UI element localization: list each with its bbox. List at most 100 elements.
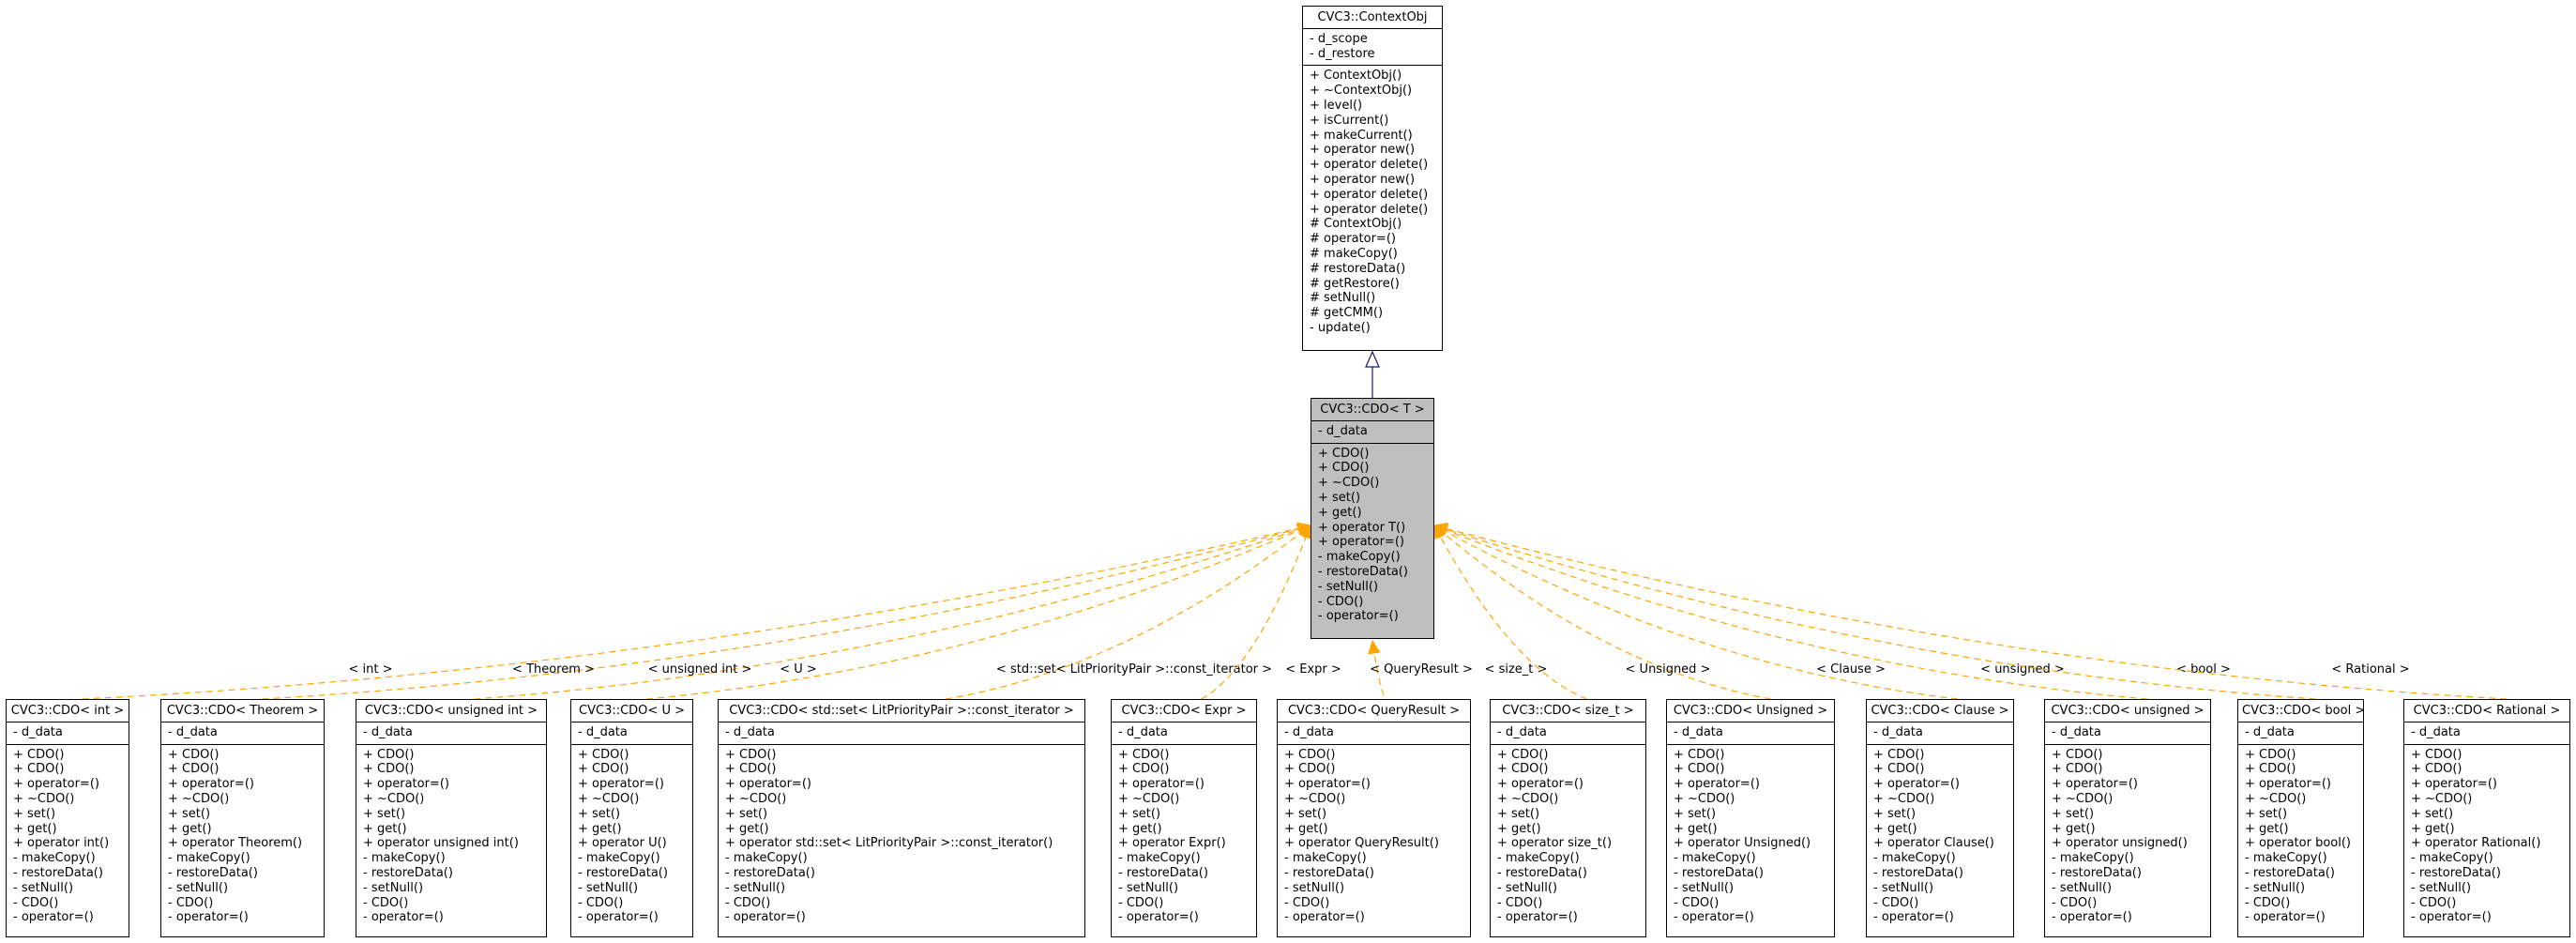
method-row: - setNull() [2411, 880, 2472, 895]
class-cvc3-cdo-unsigned[interactable]: CVC3::CDO< unsigned >- d_data+ CDO()+ CD… [2044, 699, 2211, 937]
attribute-section: - d_data [2404, 721, 2569, 744]
method-row: # getCMM() [1310, 306, 1384, 321]
template-arrowhead [1368, 639, 1381, 655]
class-title: CVC3::CDO< bool > [2242, 704, 2366, 718]
method-row: - CDO() [1118, 895, 1164, 910]
template-edge [945, 525, 1311, 700]
method-row: + CDO() [1284, 762, 1336, 777]
method-row: + CDO() [725, 747, 777, 762]
method-row: + operator=() [2245, 777, 2331, 792]
class-title: CVC3::CDO< size_t > [1502, 704, 1634, 718]
method-row: + CDO() [1497, 747, 1549, 762]
method-row: + ~CDO() [725, 791, 787, 806]
method-section: + CDO()+ CDO()+ operator=()+ ~CDO()+ set… [2045, 743, 2210, 930]
attribute-section: - d_data [1867, 721, 2013, 744]
class-cvc3-cdo-clause[interactable]: CVC3::CDO< Clause >- d_data+ CDO()+ CDO(… [1866, 699, 2014, 937]
method-row: + operator new() [1310, 172, 1416, 187]
edge-label: < bool > [2176, 662, 2231, 677]
method-row: - restoreData() [13, 865, 103, 880]
method-row: + operator Expr() [1118, 836, 1226, 851]
class-cvc3-cdo-u[interactable]: CVC3::CDO< U >- d_data+ CDO()+ CDO()+ op… [570, 699, 693, 937]
method-row: + CDO() [2052, 762, 2103, 777]
attribute-row: - d_data [1318, 423, 1368, 438]
method-row: + CDO() [168, 762, 220, 777]
method-row: - operator=() [363, 910, 444, 925]
class-cvc3-cdo-size-t[interactable]: CVC3::CDO< size_t >- d_data+ CDO()+ CDO(… [1490, 699, 1646, 937]
method-row: + operator=() [578, 777, 664, 792]
method-row: - setNull() [1118, 880, 1179, 895]
template-edge [1433, 525, 2508, 700]
class-title: CVC3::CDO< Expr > [1121, 704, 1247, 718]
class-cvc3-cdo-expr[interactable]: CVC3::CDO< Expr >- d_data+ CDO()+ CDO()+… [1111, 699, 1257, 937]
method-row: - operator=() [1674, 910, 1754, 925]
method-row: - setNull() [2052, 880, 2113, 895]
method-row: + get() [1873, 821, 1917, 836]
method-row: + get() [168, 821, 212, 836]
method-row: + ~CDO() [13, 791, 75, 806]
method-row: + get() [1118, 821, 1162, 836]
method-row: + operator=() [1674, 777, 1760, 792]
method-row: + operator bool() [2245, 836, 2351, 851]
method-row: - restoreData() [168, 865, 258, 880]
method-row: + operator U() [578, 836, 667, 851]
class-cvc3-cdo-std-set-litprioritypair-const-iterator[interactable]: CVC3::CDO< std::set< LitPriorityPair >::… [718, 699, 1085, 937]
method-row: + operator unsigned int() [363, 836, 519, 851]
attribute-section: - d_data [1278, 721, 1470, 744]
method-row: + ~CDO() [1873, 791, 1935, 806]
method-row: + ~CDO() [1118, 791, 1180, 806]
method-row: - operator=() [2411, 910, 2492, 925]
attribute-section: - d_data [1112, 721, 1256, 744]
method-row: - setNull() [578, 880, 639, 895]
method-row: + get() [1674, 821, 1718, 836]
method-section: + CDO()+ CDO()+ operator=()+ ~CDO()+ set… [356, 743, 546, 930]
attribute-row: - d_data [1873, 724, 1923, 739]
method-row: + operator=() [725, 777, 811, 792]
method-row: - operator=() [1873, 910, 1954, 925]
class-cdo-template[interactable]: CVC3::CDO< T >- d_data+ CDO()+ CDO()+ ~C… [1311, 398, 1434, 639]
class-cvc3-cdo-theorem[interactable]: CVC3::CDO< Theorem >- d_data+ CDO()+ CDO… [160, 699, 325, 937]
edge-label: < Theorem > [512, 662, 595, 677]
method-row: - restoreData() [578, 865, 668, 880]
method-row: + set() [1318, 490, 1361, 505]
class-contextobj[interactable]: CVC3::ContextObj- d_scope- d_restore+ Co… [1302, 6, 1443, 351]
method-row: - CDO() [2411, 895, 2457, 910]
template-edge [1201, 525, 1311, 700]
method-row: + set() [1118, 806, 1161, 821]
method-section: + CDO()+ CDO()+ operator=()+ ~CDO()+ set… [719, 743, 1084, 930]
class-cvc3-cdo-unsigned[interactable]: CVC3::CDO< Unsigned >- d_data+ CDO()+ CD… [1666, 699, 1835, 937]
method-row: + ~CDO() [578, 791, 640, 806]
method-row: - makeCopy() [13, 851, 96, 866]
method-row: + CDO() [2052, 747, 2103, 762]
method-row: + CDO() [1318, 461, 1370, 476]
class-cvc3-cdo-queryresult[interactable]: CVC3::CDO< QueryResult >- d_data+ CDO()+… [1277, 699, 1471, 937]
edge-label: < QueryResult > [1370, 662, 1473, 677]
class-cvc3-cdo-rational[interactable]: CVC3::CDO< Rational >- d_data+ CDO()+ CD… [2403, 699, 2570, 937]
edge-label: < unsigned int > [648, 662, 752, 677]
class-cvc3-cdo-unsigned-int[interactable]: CVC3::CDO< unsigned int >- d_data+ CDO()… [356, 699, 547, 937]
method-section: + CDO()+ CDO()+ operator=()+ ~CDO()+ set… [7, 743, 129, 930]
template-edge [1433, 525, 1959, 700]
attribute-row: - d_data [2411, 724, 2461, 739]
template-edge [82, 525, 1311, 700]
method-row: + ContextObj() [1310, 68, 1402, 84]
method-row: + isCurrent() [1310, 113, 1389, 128]
method-row: + ~CDO() [168, 791, 230, 806]
edge-label: < U > [780, 662, 817, 677]
class-title: CVC3::CDO< int > [10, 704, 125, 718]
method-row: + set() [168, 806, 211, 821]
attribute-section: - d_data [571, 721, 692, 744]
method-row: + level() [1310, 98, 1363, 113]
attribute-section: - d_scope- d_restore [1303, 27, 1442, 66]
class-cvc3-cdo-bool[interactable]: CVC3::CDO< bool >- d_data+ CDO()+ CDO()+… [2237, 699, 2366, 937]
method-row: + operator=() [1318, 535, 1404, 550]
method-row: # setNull() [1310, 291, 1376, 306]
class-cvc3-cdo-int[interactable]: CVC3::CDO< int >- d_data+ CDO()+ CDO()+ … [6, 699, 129, 937]
method-row: - makeCopy() [2052, 851, 2134, 866]
method-row: + ~CDO() [2052, 791, 2114, 806]
method-row: + get() [1497, 821, 1541, 836]
attribute-row: - d_data [1674, 724, 1723, 739]
method-row: + operator delete() [1310, 158, 1429, 173]
attribute-row: - d_data [1497, 724, 1547, 739]
method-row: - makeCopy() [1873, 851, 1956, 866]
method-row: - makeCopy() [1118, 851, 1201, 866]
